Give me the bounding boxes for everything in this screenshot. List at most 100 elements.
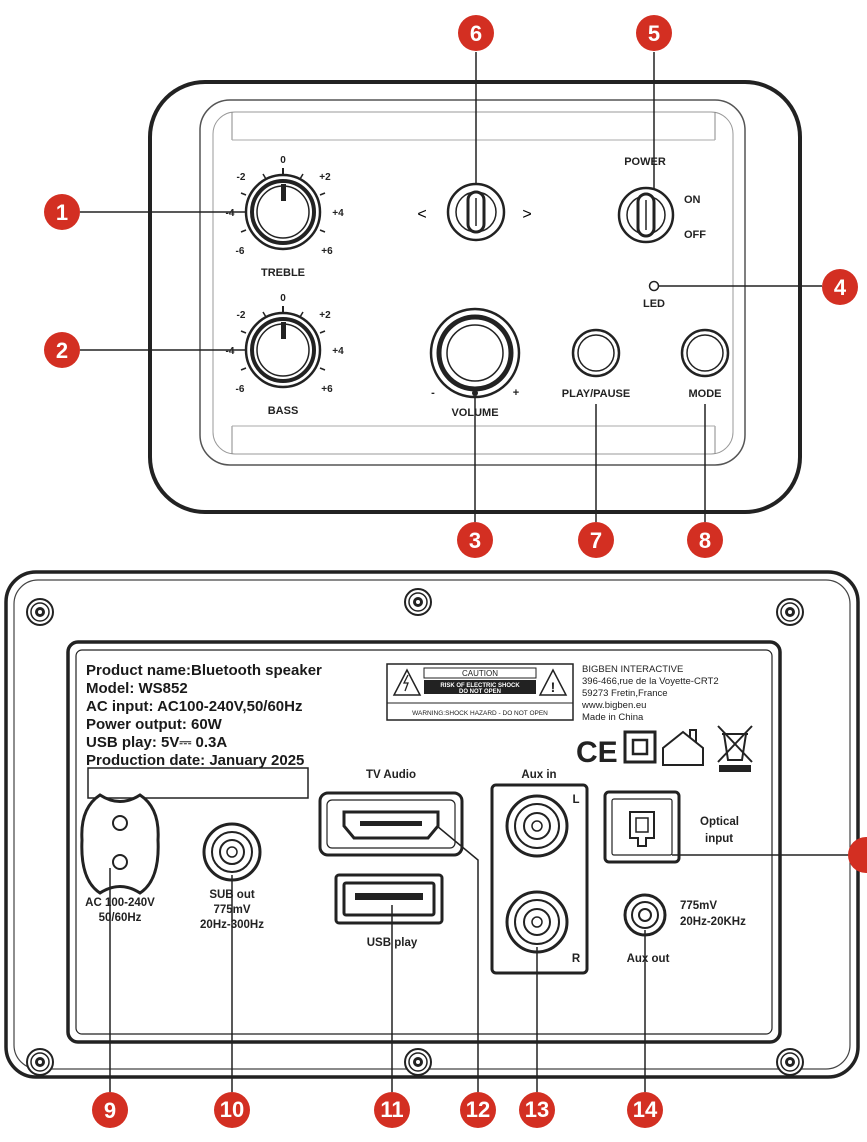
screw-top-left — [26, 598, 54, 626]
callout-14: 14 — [627, 1092, 663, 1128]
svg-text:www.bigben.eu: www.bigben.eu — [581, 700, 646, 711]
product-info: Product name:Bluetooth speaker Model: WS… — [86, 662, 322, 769]
nav-toggle[interactable] — [446, 182, 506, 242]
manufacturer-info: BIGBEN INTERACTIVE 396-466,rue de la Voy… — [581, 664, 719, 723]
screw-top-center — [404, 588, 432, 616]
svg-text:10: 10 — [220, 1097, 244, 1122]
bass-mark-p6: +6 — [321, 384, 333, 395]
callout-6: 6 — [458, 15, 494, 51]
svg-text:5: 5 — [648, 21, 660, 46]
callout-10: 10 — [214, 1092, 250, 1128]
front-leader-lines — [80, 52, 822, 522]
treble-mark-p2: +2 — [319, 172, 331, 183]
screw-bottom-left — [26, 1048, 54, 1076]
aux-in-right-jack[interactable] — [505, 890, 569, 954]
callout-2: 2 — [44, 332, 80, 368]
power-on-label: ON — [684, 194, 701, 206]
mode-label: MODE — [689, 388, 722, 400]
power-label: POWER — [624, 156, 666, 168]
callout-4: 4 — [822, 269, 858, 305]
serial-blank-box — [87, 767, 309, 799]
aux-out-voltage: 775mV — [680, 900, 717, 912]
svg-text:6: 6 — [470, 21, 482, 46]
svg-text:3: 3 — [469, 528, 481, 553]
svg-text:9: 9 — [104, 1098, 116, 1123]
volume-minus: - — [431, 387, 435, 399]
svg-text:RISK OF ELECTRIC SHOCK: RISK OF ELECTRIC SHOCK — [440, 683, 520, 689]
sub-out-jack[interactable] — [202, 822, 262, 882]
callout-8: 8 — [687, 522, 723, 558]
info-product-name: Product name:Bluetooth speaker — [86, 662, 322, 679]
treble-mark-m2: -2 — [237, 172, 246, 183]
mode-button[interactable] — [680, 328, 730, 378]
double-insulation-icon — [623, 730, 657, 764]
treble-mark-m6: -6 — [236, 246, 245, 257]
treble-mark-0: 0 — [280, 155, 286, 166]
aux-out-jack[interactable] — [623, 893, 667, 937]
usb-port[interactable] — [334, 873, 444, 925]
svg-text:13: 13 — [525, 1097, 549, 1122]
ce-mark-icon: CE — [576, 736, 618, 769]
power-switch[interactable] — [617, 186, 675, 244]
nav-left-arrow: < — [417, 206, 426, 223]
svg-text:CAUTION: CAUTION — [462, 669, 498, 678]
callout-13: 13 — [519, 1092, 555, 1128]
volume-knob[interactable] — [429, 307, 521, 399]
nav-right-arrow: > — [522, 206, 531, 223]
treble-mark-p6: +6 — [321, 246, 333, 257]
hdmi-port[interactable] — [318, 791, 464, 857]
treble-mark-p4: +4 — [332, 208, 344, 219]
info-power-output: Power output: 60W — [86, 716, 223, 733]
info-ac-input: AC input: AC100-240V,50/60Hz — [86, 698, 302, 715]
svg-text:2: 2 — [56, 338, 68, 363]
optical-input-port[interactable] — [603, 790, 681, 864]
power-off-label: OFF — [684, 229, 706, 241]
play-pause-label: PLAY/PAUSE — [562, 388, 630, 400]
rear-leader-lines — [109, 825, 850, 1092]
bass-knob[interactable] — [240, 306, 326, 389]
aux-in-left-marker: L — [572, 794, 579, 806]
svg-text:!: ! — [551, 679, 556, 695]
aux-in-left-jack[interactable] — [505, 794, 569, 858]
tv-audio-label: TV Audio — [366, 769, 416, 781]
svg-text:DO NOT OPEN: DO NOT OPEN — [459, 689, 501, 695]
svg-text:59273 Fretin,France: 59273 Fretin,France — [582, 688, 668, 699]
callout-1: 1 — [44, 194, 80, 230]
bass-mark-p4: +4 — [332, 346, 344, 357]
weee-bin-icon — [717, 725, 753, 772]
svg-text:8: 8 — [699, 528, 711, 553]
info-usb-play: USB play: 5V⎓ 0.3A — [86, 734, 227, 751]
ac-label-line1: AC 100-240V — [85, 897, 155, 909]
callout-5: 5 — [636, 15, 672, 51]
callout-9: 9 — [92, 1092, 128, 1128]
callout-7: 7 — [578, 522, 614, 558]
svg-text:7: 7 — [590, 528, 602, 553]
indoor-use-icon — [662, 729, 704, 766]
ac-power-inlet[interactable] — [80, 793, 160, 895]
callout-12: 12 — [460, 1092, 496, 1128]
volume-plus: + — [513, 387, 519, 399]
optical-label-line1: Optical — [700, 816, 739, 828]
callout-15-partial — [848, 837, 867, 873]
callout-3: 3 — [457, 522, 493, 558]
info-production-date: Production date: January 2025 — [86, 752, 304, 769]
svg-text:11: 11 — [380, 1097, 403, 1122]
svg-text:396-466,rue de la Voyette-CRT2: 396-466,rue de la Voyette-CRT2 — [582, 676, 719, 687]
bass-mark-m6: -6 — [236, 384, 245, 395]
optical-label-line2: input — [705, 833, 733, 845]
bass-label: BASS — [268, 405, 299, 417]
aux-in-label: Aux in — [521, 769, 556, 781]
aux-in-right-marker: R — [572, 953, 581, 965]
led-indicator — [648, 280, 660, 292]
bass-mark-p2: +2 — [319, 310, 331, 321]
treble-label: TREBLE — [261, 267, 305, 279]
ac-label-line2: 50/60Hz — [99, 912, 142, 924]
aux-out-label: Aux out — [627, 953, 670, 965]
screw-top-right — [776, 598, 804, 626]
screw-bottom-center — [404, 1048, 432, 1076]
play-pause-button[interactable] — [571, 328, 621, 378]
svg-text:BIGBEN INTERACTIVE: BIGBEN INTERACTIVE — [582, 664, 683, 675]
screw-bottom-right — [776, 1048, 804, 1076]
callout-11: 11 — [374, 1092, 410, 1128]
